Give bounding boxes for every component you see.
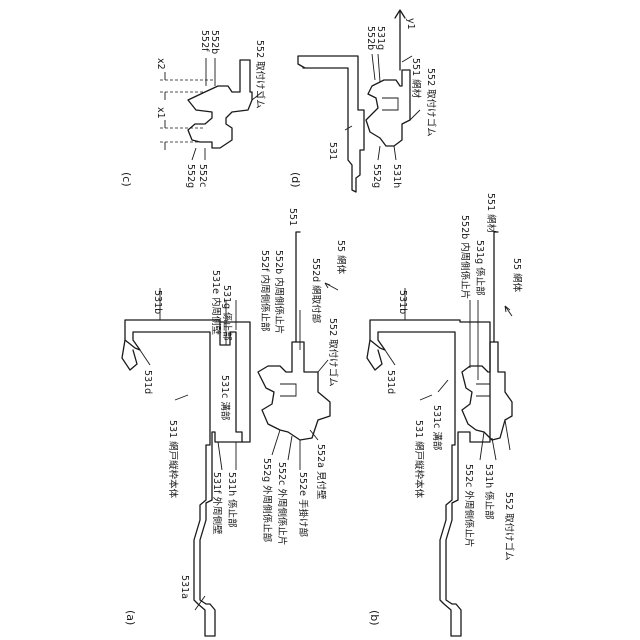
label-552b-c: 552b xyxy=(209,30,220,54)
label-531h-a: 531h 係止部 xyxy=(226,472,238,528)
caption-c: (c) xyxy=(120,172,133,187)
rubber-slot-a xyxy=(280,384,296,396)
label-531g-b: 531g 係止部 xyxy=(474,240,486,296)
rubber-552-d xyxy=(366,70,410,146)
label-552g-a: 552g 外周側係止部 xyxy=(261,458,273,542)
label-552b-d: 552b xyxy=(365,26,376,50)
net-551-b xyxy=(494,232,498,342)
rubber-552-c xyxy=(188,60,252,148)
label-531d-b: 531d xyxy=(385,370,396,394)
label-552b-a: 552b 内周側係止片 xyxy=(273,250,285,334)
label-531e-a: 531e 内周側壁 xyxy=(210,270,222,335)
label-55-a: 55 網体 xyxy=(335,240,347,275)
label-552f-c: 552f xyxy=(199,30,210,52)
hook-531d-a xyxy=(122,340,137,370)
net-551-a xyxy=(296,232,300,342)
label-552-d: 552 取付けゴム xyxy=(425,68,437,137)
label-531-b: 531 網戸縦枠本体 xyxy=(413,420,425,499)
rubber-552-b xyxy=(462,342,512,440)
label-552c-a: 552c 外周側係止片 xyxy=(276,462,288,545)
label-551-a: 551 xyxy=(287,208,298,226)
label-531h-d: 531h xyxy=(391,164,402,188)
label-531b-a: 531b xyxy=(152,290,163,314)
label-x2-c: x2 xyxy=(155,58,166,70)
hook-531d-b xyxy=(367,340,382,370)
label-552-a: 552 取付けゴム xyxy=(327,318,339,387)
label-x1-c: x1 xyxy=(155,107,166,119)
label-552c-b: 552c 外周側係止片 xyxy=(463,464,475,547)
caption-a: (a) xyxy=(124,610,137,625)
label-552b-b: 552b 内周側係止片 xyxy=(459,215,471,299)
label-531b-b: 531b xyxy=(397,290,408,314)
label-552e-a: 552e 手掛け部 xyxy=(297,472,309,537)
rubber-552-a xyxy=(258,342,330,440)
label-551-b: 551 網材 xyxy=(485,193,497,234)
label-531-a: 531 網戸縦枠本体 xyxy=(167,420,179,499)
figure-c xyxy=(160,58,262,160)
label-552d-a: 552d 網取付部 xyxy=(310,258,322,323)
frame-531-profile-d xyxy=(298,56,364,192)
label-531d-a: 531d xyxy=(142,370,153,394)
label-552-c: 552 取付けゴム xyxy=(254,40,266,109)
caption-b: (b) xyxy=(368,610,381,626)
caption-d: (d) xyxy=(289,172,302,188)
label-552f-a: 552f 内周側係止部 xyxy=(259,250,271,332)
label-552a-a: 552a 見付壁 xyxy=(315,444,327,500)
label-552c-c: 552c xyxy=(197,164,208,187)
label-531f-a: 531f 外周側壁 xyxy=(211,472,223,535)
label-531c-b: 531c 溝部 xyxy=(431,405,443,450)
label-552-b: 552 取付けゴム xyxy=(503,492,515,561)
label-552g-c: 552g xyxy=(185,164,196,188)
label-y1-d: y1 xyxy=(405,18,416,30)
label-531g-a: 531g 係止部 xyxy=(221,285,233,341)
label-531g-d: 531g xyxy=(375,26,386,50)
label-531h-b: 531h 係止部 xyxy=(483,464,495,520)
label-531a-a: 531a xyxy=(179,575,190,599)
label-531c-a: 531c 溝部 xyxy=(219,375,231,420)
label-531-d: 531 xyxy=(327,142,338,160)
label-552g-d: 552g xyxy=(371,164,382,188)
label-55-b: 55 網体 xyxy=(511,258,523,293)
label-551-d: 551 網材 xyxy=(410,58,422,99)
